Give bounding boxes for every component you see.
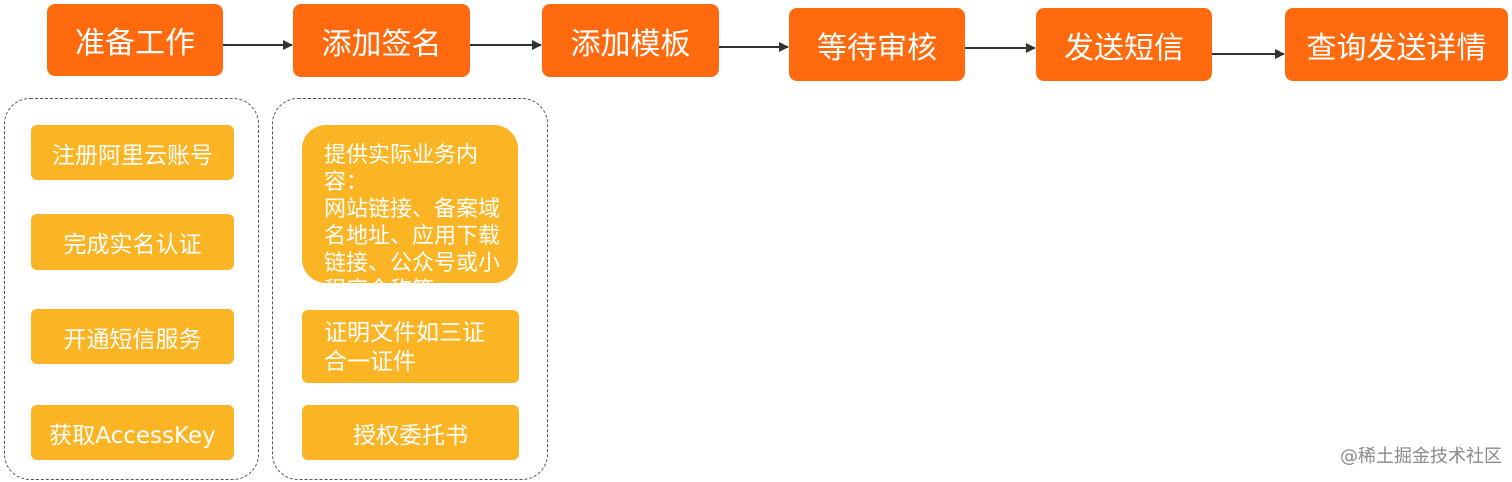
step-send-sms: 发送短信 <box>1036 8 1212 81</box>
prepare-group <box>4 98 259 480</box>
step-query-details: 查询发送详情 <box>1285 8 1508 81</box>
signature-item-certificate: 证明文件如三证 合一证件 <box>302 310 519 383</box>
step-prepare: 准备工作 <box>47 4 223 76</box>
signature-item-business-content: 提供实际业务内容： 网站链接、备案域 名地址、应用下载 链接、公众号或小 程序全… <box>302 125 518 303</box>
prepare-item-enable-sms-service: 开通短信服务 <box>31 309 234 364</box>
prepare-item-register-account: 注册阿里云账号 <box>31 125 234 180</box>
signature-item-authorization-letter: 授权委托书 <box>302 405 519 460</box>
step-add-template: 添加模板 <box>542 4 719 77</box>
watermark: @稀土掘金技术社区 <box>1340 446 1502 467</box>
step-wait-review: 等待审核 <box>789 8 965 81</box>
step-add-signature: 添加签名 <box>293 4 470 77</box>
prepare-item-real-name-verification: 完成实名认证 <box>31 214 234 270</box>
prepare-item-get-accesskey: 获取AccessKey <box>31 405 234 460</box>
signature-group <box>272 98 548 480</box>
